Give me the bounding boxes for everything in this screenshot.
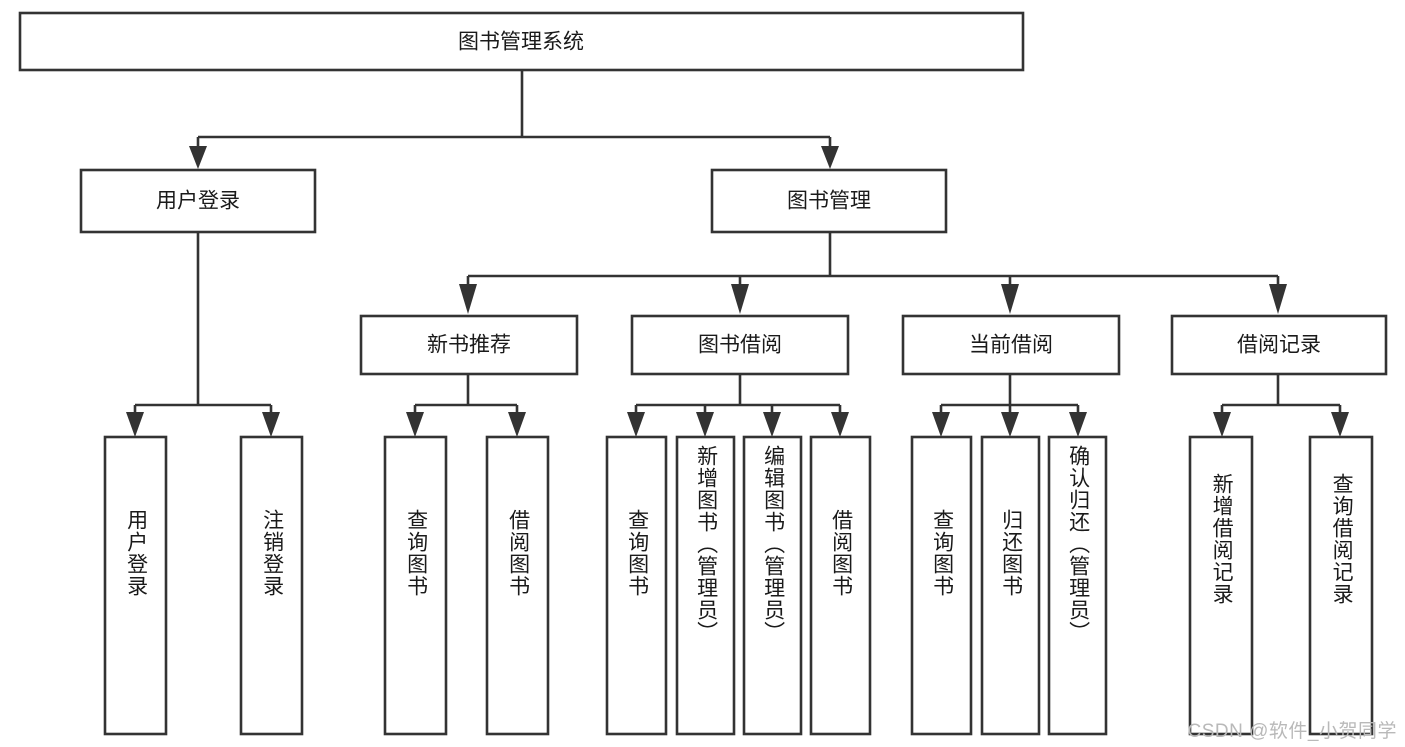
node-current-borrow-label: 当前借阅 bbox=[969, 334, 1053, 357]
node-leaf-add-book-admin[interactable] bbox=[675, 435, 736, 736]
node-root-book-management-system[interactable] bbox=[18, 11, 1025, 72]
node-leaf-query-borrow-record[interactable] bbox=[1308, 435, 1374, 736]
node-new-book-recommend-label: 新书推荐 bbox=[427, 334, 511, 357]
node-new-book-recommend[interactable] bbox=[359, 314, 579, 376]
node-leaf-query-book-borrow[interactable] bbox=[605, 435, 668, 736]
node-leaf-logout[interactable] bbox=[239, 435, 304, 736]
node-current-borrow[interactable] bbox=[901, 314, 1121, 376]
connector-root-to-level2 bbox=[189, 70, 839, 169]
node-leaf-query-book-recommend[interactable] bbox=[383, 435, 448, 736]
connector-book-mgmt-to-level3 bbox=[459, 232, 1287, 314]
node-root-label: 图书管理系统 bbox=[458, 31, 584, 54]
node-user-login[interactable] bbox=[79, 168, 317, 234]
node-book-management[interactable] bbox=[710, 168, 948, 234]
node-book-borrow-label: 图书借阅 bbox=[698, 334, 782, 357]
node-book-borrow[interactable] bbox=[630, 314, 850, 376]
node-user-login-label: 用户登录 bbox=[156, 190, 240, 213]
node-leaf-add-borrow-record[interactable] bbox=[1188, 435, 1254, 736]
connector-borrow-record-to-leaves bbox=[1213, 374, 1349, 437]
connector-book-borrow-to-leaves bbox=[627, 374, 849, 437]
node-book-management-label: 图书管理 bbox=[787, 190, 871, 213]
node-leaf-borrow-book[interactable] bbox=[809, 435, 872, 736]
watermark-csdn: CSDN @软件_小贺同学 bbox=[1187, 721, 1397, 742]
connector-user-login-to-leaves bbox=[126, 232, 280, 437]
node-leaf-edit-book-admin[interactable] bbox=[742, 435, 803, 736]
connector-current-borrow-to-leaves bbox=[932, 374, 1087, 437]
connector-new-book-to-leaves bbox=[406, 374, 526, 437]
node-leaf-confirm-return-admin[interactable] bbox=[1047, 435, 1108, 736]
node-leaf-borrow-book-recommend[interactable] bbox=[485, 435, 550, 736]
node-leaf-return-book[interactable] bbox=[980, 435, 1041, 736]
node-borrow-record-label: 借阅记录 bbox=[1237, 334, 1321, 357]
node-borrow-record[interactable] bbox=[1170, 314, 1388, 376]
node-leaf-query-book-current[interactable] bbox=[910, 435, 973, 736]
node-leaf-user-login[interactable] bbox=[103, 435, 168, 736]
